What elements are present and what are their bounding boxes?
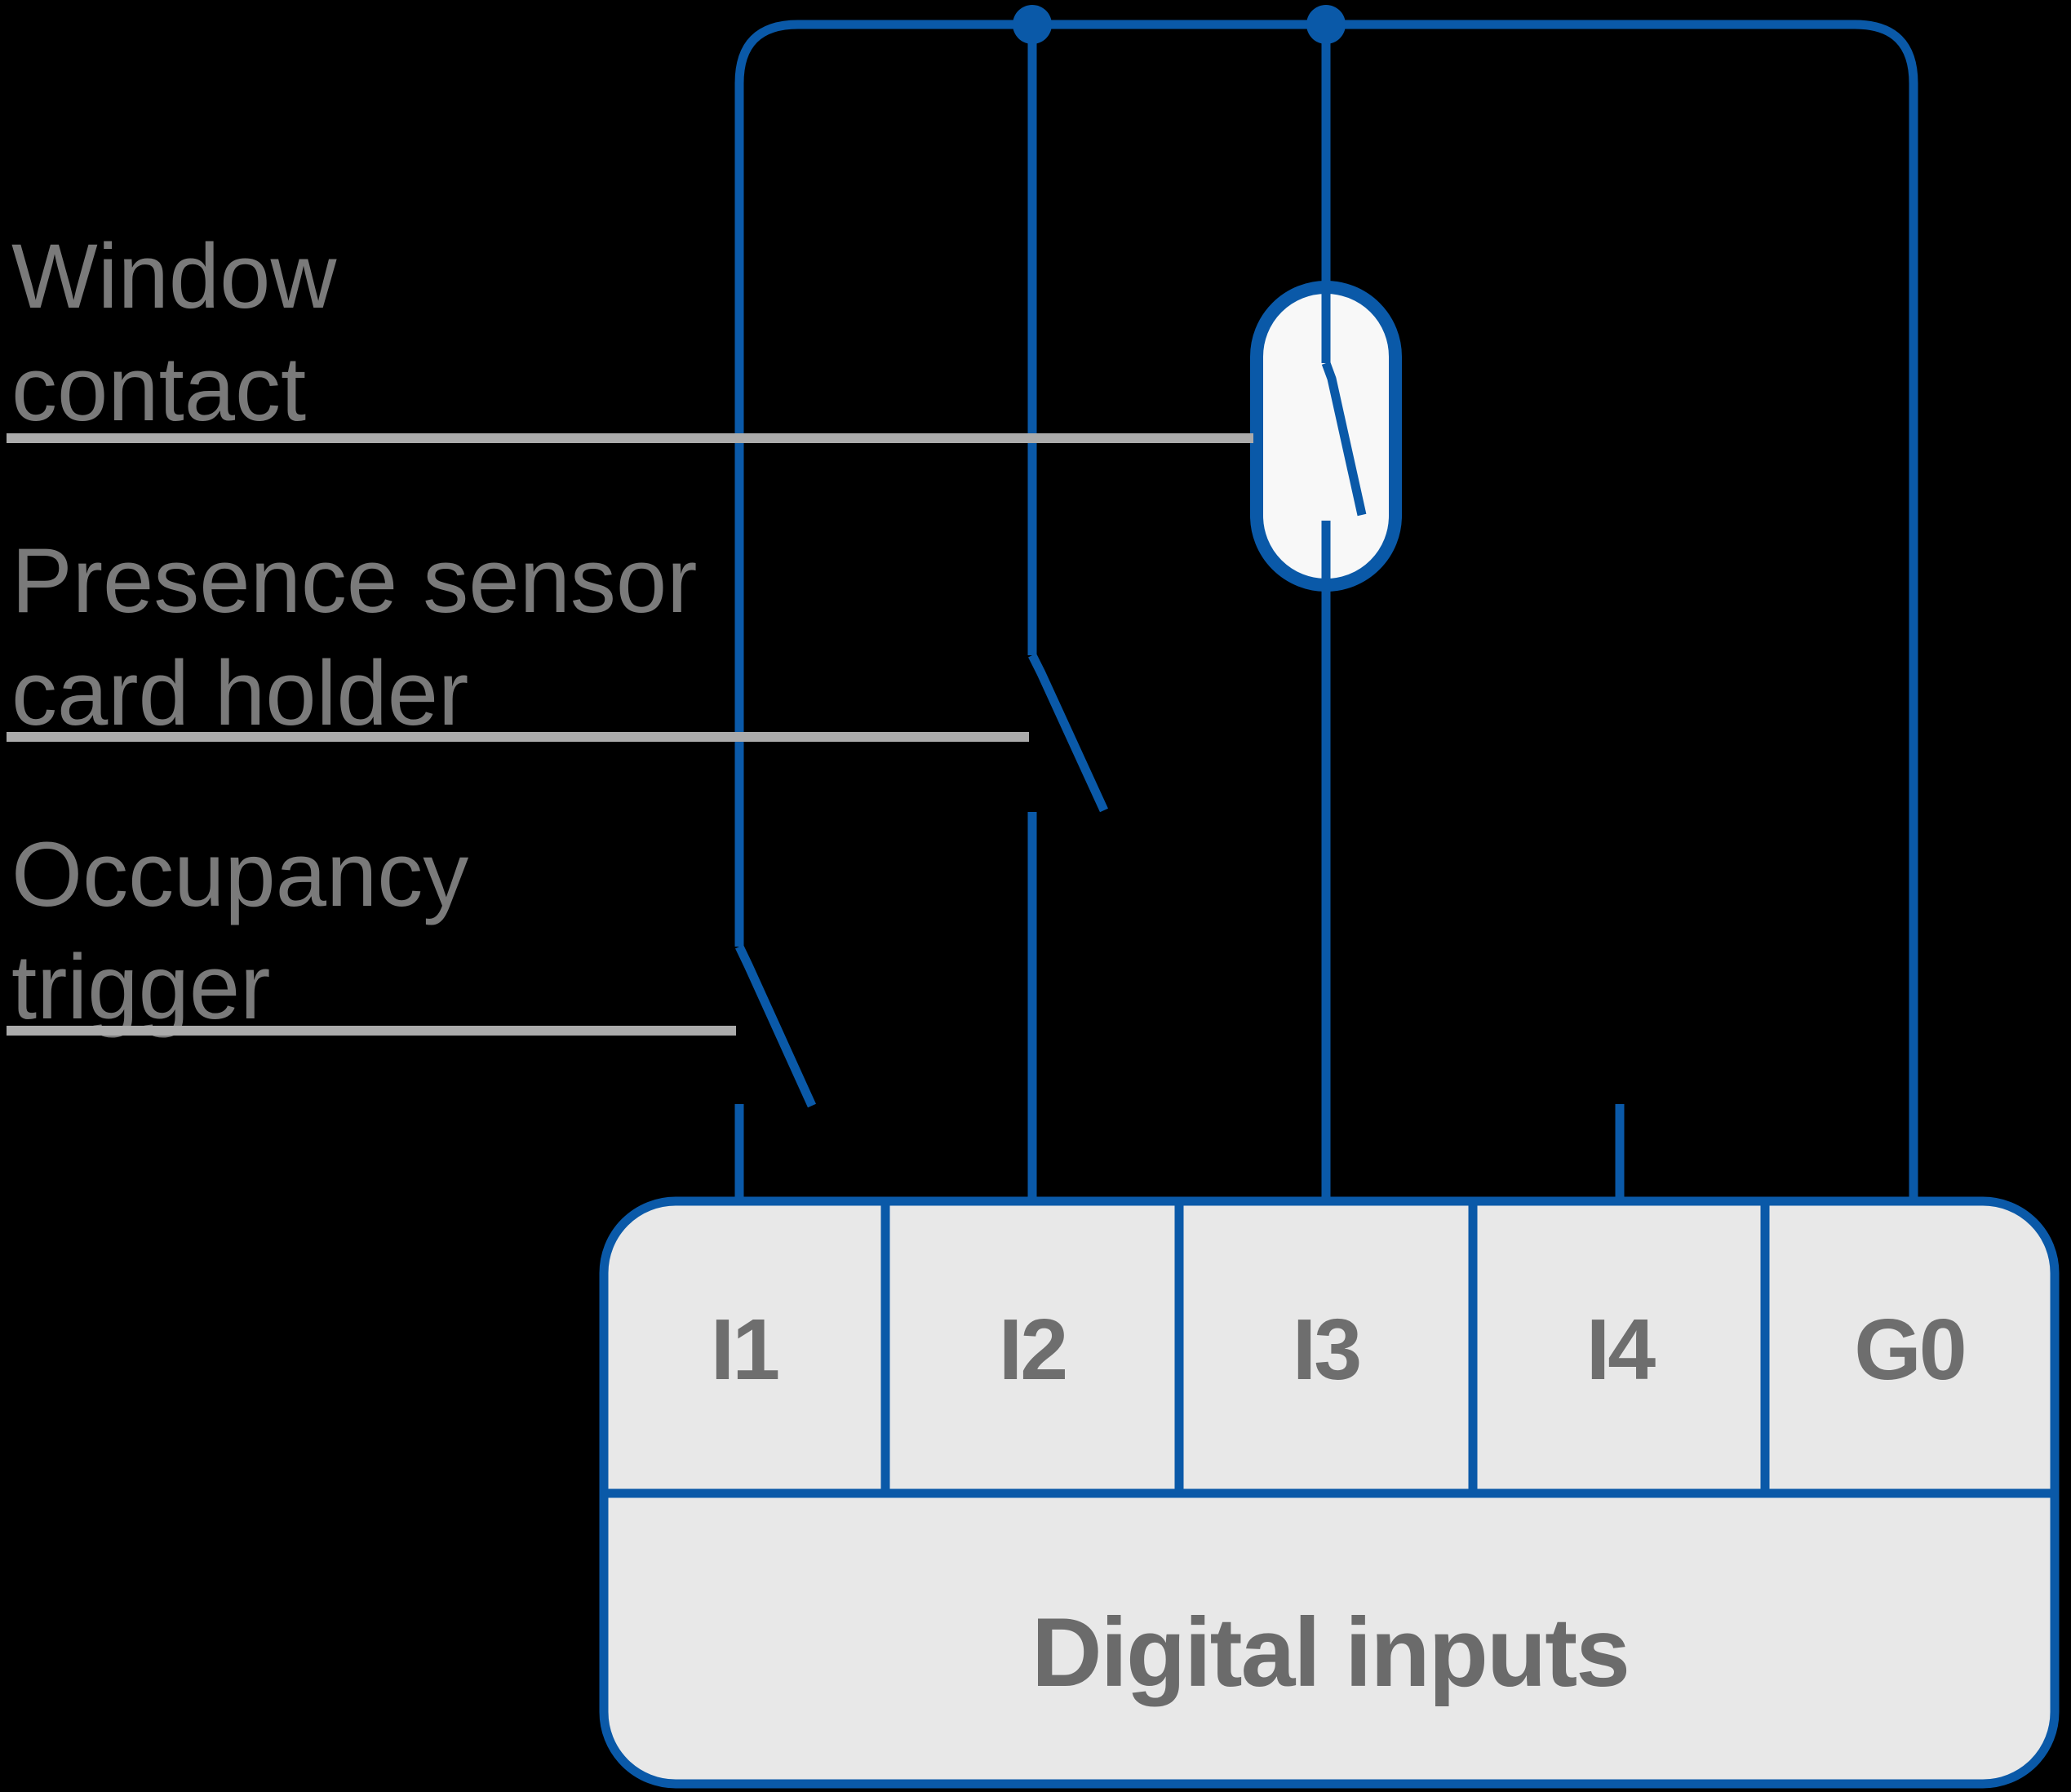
junction-dot-i3: [1306, 5, 1346, 44]
label-presence-sensor-card-holder: Presence sensor card holder: [7, 530, 1029, 744]
switch-blade-i1: [735, 944, 817, 1108]
terminal-label-i3: I3: [1293, 1302, 1359, 1398]
window-contact-switch: [1250, 5, 1402, 1205]
digital-inputs-title: Digital inputs: [1031, 1598, 1629, 1707]
label-occupancy-trigger: Occupancy trigger: [7, 823, 736, 1038]
label-presence-sensor-line2: card holder: [11, 642, 468, 744]
terminal-label-i4: I4: [1586, 1302, 1656, 1398]
label-window-contact-line2: contact: [11, 338, 306, 440]
terminal-label-g0: G0: [1854, 1302, 1964, 1398]
label-window-contact-line1: Window: [11, 225, 337, 327]
terminal-label-i2: I2: [999, 1302, 1066, 1398]
label-presence-sensor-line1: Presence sensor: [11, 530, 697, 632]
switch-blade-i3: [1321, 362, 1367, 517]
label-occupancy-trigger-line2: trigger: [11, 936, 270, 1038]
label-window-contact: Window contact: [7, 225, 1253, 443]
junction-dot-i2: [1013, 5, 1052, 44]
terminal-block: I1 I2 I3 I4 G0 Digital inputs: [599, 1196, 2060, 1789]
label-occupancy-trigger-line1: Occupancy: [11, 823, 468, 925]
switch-blade-i2: [1028, 653, 1108, 813]
terminal-label-i1: I1: [711, 1302, 778, 1398]
